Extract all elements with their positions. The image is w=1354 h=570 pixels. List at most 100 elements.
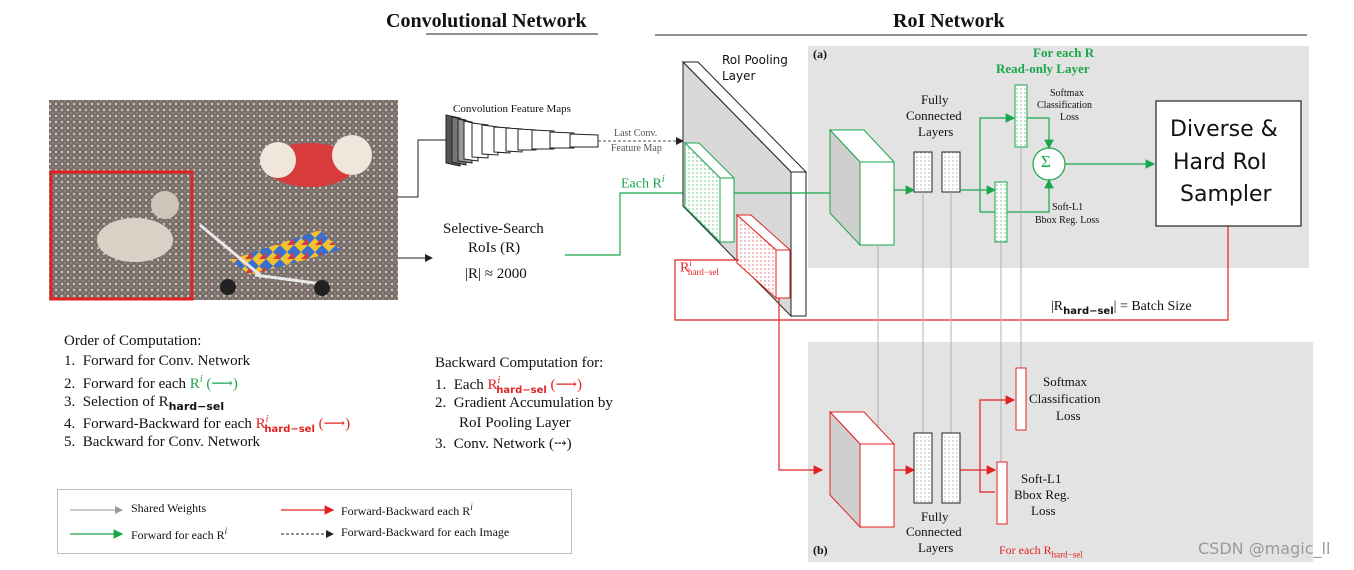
fc-layer-b1 (913, 432, 933, 504)
backward-close-3: ) (566, 436, 572, 452)
order-num-5: 5. (64, 434, 76, 450)
softl1-a-label-1: Soft-L1 (1052, 202, 1084, 213)
backward-item-2b: RoI Pooling Layer (459, 415, 571, 432)
backward-item-3: 3. Conv. Network (⤏) (435, 434, 572, 453)
fc-a-label-1: Fully (921, 92, 949, 107)
for-each-r-label: For each R (1033, 45, 1095, 60)
conv-feature-maps-label: Convolution Feature Maps (453, 103, 571, 115)
roi-count-label: |R| ≈ 2000 (465, 266, 527, 282)
backward-arrow-1: (⟶) (546, 377, 583, 393)
backward-text-1: Each (453, 377, 488, 393)
each-ri-text: Each R (621, 176, 662, 192)
softl1-b-label-2: Bbox Reg. (1014, 487, 1070, 502)
order-text-2: Forward for each (82, 376, 190, 392)
order-num-3: 3. (64, 394, 76, 410)
selective-search-label-1: Selective-Search (443, 221, 544, 237)
r-hard-text: R (680, 260, 690, 276)
legend-forward-text: Forward for each R (131, 528, 225, 542)
order-text-5: Backward for Conv. Network (82, 434, 261, 450)
softmax-a-label-3: Loss (1060, 112, 1079, 123)
backward-item-1: 1. Each Rihard−sel (⟶) (435, 375, 582, 396)
legend-forward: Forward for each Ri (131, 526, 227, 543)
for-each-hard-label: For each Rhard−sel (999, 543, 1083, 560)
panel-b-label: (b) (813, 543, 828, 557)
order-item-3: 3. Selection of Rhard−sel (64, 394, 224, 413)
last-conv-label-1: Last Conv. (614, 128, 658, 139)
panel-a-label: (a) (813, 47, 827, 61)
fc-a-label-3: Layers (918, 124, 954, 139)
backward-text-2b: RoI Pooling Layer (459, 415, 571, 431)
order-sup-2: i (199, 374, 203, 385)
order-item-5: 5. Backward for Conv. Network (64, 434, 260, 451)
sum-symbol: Σ (1041, 152, 1051, 171)
r-hard-sub: hard−sel (687, 267, 719, 278)
backward-text-3: Conv. Network ( (453, 436, 555, 452)
sampler-label-2: Hard RoI (1173, 150, 1267, 175)
roi-pooling-label-1: RoI Pooling (722, 53, 788, 67)
batch-post: | = Batch Size (1113, 299, 1192, 314)
conv-network-title: Convolutional Network (386, 10, 587, 32)
conv-feature-maps (445, 114, 599, 167)
for-each-hard-sub: hard−sel (1051, 549, 1083, 560)
backward-title: Backward Computation for: (435, 355, 604, 371)
softl1-b-label-1: Soft-L1 (1021, 471, 1062, 486)
fc-input-green (828, 128, 896, 247)
order-text-4: Forward-Backward for each (82, 416, 256, 432)
order-num-2: 2. (64, 376, 76, 392)
sampler-label-1: Diverse & (1170, 117, 1278, 142)
selective-search-label-2: RoIs (R) (468, 240, 521, 256)
softmax-a-label-1: Softmax (1050, 88, 1084, 99)
backward-sub-1: hard−sel (496, 385, 547, 396)
last-conv-label-2: Feature Map (611, 143, 662, 154)
backward-text-2: Gradient Accumulation by (453, 395, 613, 411)
softl1-b (996, 461, 1008, 525)
roi-feature-green (683, 141, 736, 244)
legend-fb-each: Forward-Backward each Ri (341, 502, 473, 519)
order-item-2: 2. Forward for each Ri (⟶) (64, 374, 238, 393)
roi-network-title: RoI Network (893, 10, 1005, 32)
selected-roi-box (49, 170, 194, 301)
order-text-3: Selection of R (82, 394, 169, 410)
legend-forward-sup: i (224, 526, 228, 536)
legend (57, 489, 572, 554)
order-sup-4: i (265, 414, 269, 425)
batch-sub: hard−sel (1063, 305, 1114, 317)
roi-feature-red (735, 213, 792, 300)
softl1-a (994, 181, 1008, 243)
softl1-b-label-3: Loss (1031, 503, 1056, 518)
order-num-4: 4. (64, 416, 76, 432)
each-ri-sup: i (661, 174, 665, 185)
softmax-a-label-2: Classification (1037, 100, 1092, 111)
watermark: CSDN @magic_ll (1198, 539, 1331, 558)
for-each-hard-text: For each R (999, 543, 1052, 557)
backward-num-2: 2. (435, 395, 447, 411)
fc-layer-b2 (941, 432, 961, 504)
input-photo (49, 100, 398, 301)
softmax-b-label-2: Classification (1029, 391, 1101, 406)
backward-r-1: R (487, 377, 498, 393)
backward-item-2: 2. Gradient Accumulation by (435, 395, 613, 412)
backward-sup-1: i (497, 375, 501, 386)
fc-layer-a2 (941, 151, 961, 193)
fc-layer-a1 (913, 151, 933, 193)
r-hard-sel-label: Rihard−sel (680, 258, 719, 278)
softmax-b-label-1: Softmax (1043, 374, 1088, 389)
sampler-label-3: Sampler (1180, 182, 1272, 207)
fc-b-label-1: Fully (921, 509, 949, 524)
order-item-1: 1. Forward for Conv. Network (64, 353, 250, 370)
backward-num-3: 3. (435, 436, 447, 452)
fc-b-label-3: Layers (918, 540, 954, 555)
order-arrow-4: (⟶) (314, 416, 351, 432)
read-only-label: Read-only Layer (996, 61, 1090, 76)
order-arrow-2: (⟶) (202, 376, 238, 392)
backward-arrow-3: ⤏ (554, 436, 567, 452)
order-sub-3: hard−sel (168, 400, 225, 413)
legend-fb-each-sup: i (470, 502, 473, 512)
legend-fb-image: Forward-Backward for each Image (341, 525, 510, 539)
fc-input-red (828, 410, 896, 529)
sampler-box (1155, 100, 1302, 227)
batch-size-label: |Rhard−sel| = Batch Size (1051, 299, 1192, 317)
softl1-a-label-2: Bbox Reg. Loss (1035, 215, 1100, 226)
